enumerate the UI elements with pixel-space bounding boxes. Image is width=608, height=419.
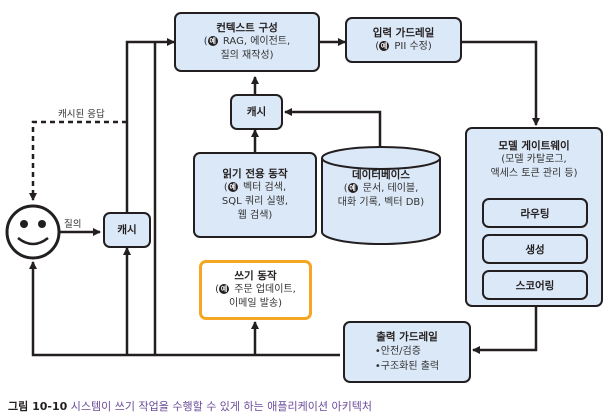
cache-box-top: 캐시 xyxy=(230,94,283,130)
edge-cached-response xyxy=(29,120,127,201)
input-guardrail-box: 입력 가드레일 (예 PII 수정) xyxy=(345,17,462,63)
input-guardrail-title: 입력 가드레일 xyxy=(372,27,435,39)
cached-response-label: 캐시된 응답 xyxy=(58,109,105,120)
figure-caption: 그림 10-10 시스템이 쓰기 작업을 수행할 수 있게 하는 애플리케이션 … xyxy=(8,400,372,413)
context-title: 컨텍스트 구성 xyxy=(216,22,278,34)
edge-cache-to-context xyxy=(125,38,175,218)
cache-box-left: 캐시 xyxy=(103,212,151,248)
database-label: 데이터베이스 (예 문서, 테이블, 대화 기록, 벡터 DB) xyxy=(337,169,425,208)
read-only-title: 읽기 전용 동작 xyxy=(222,168,288,180)
write-actions-box: 쓰기 동작 (예 주문 업데이트, 이메일 발송) xyxy=(199,260,312,320)
user-smiley-icon xyxy=(5,204,61,260)
gateway-scoring: 스코어링 xyxy=(482,270,588,300)
example-badge-icon: 예 xyxy=(227,182,238,192)
gateway-generation: 생성 xyxy=(482,234,588,264)
edge-gateway-to-output xyxy=(472,302,538,354)
edge-input-to-gateway xyxy=(462,40,540,126)
context-construction-box: 컨텍스트 구성 (예 RAG, 에이전트, 질의 재작성) xyxy=(174,12,320,72)
example-badge-icon: 예 xyxy=(379,41,390,51)
output-bullet: •구조화된 출력 xyxy=(374,361,440,372)
output-guardrail-title: 출력 가드레일 xyxy=(376,331,438,343)
edge-output-to-user xyxy=(29,261,340,357)
gateway-routing: 라우팅 xyxy=(482,198,588,228)
database-cylinder xyxy=(321,146,441,245)
read-only-actions-box: 읽기 전용 동작 (예 벡터 검색, SQL 쿼리 실행, 웹 검색) xyxy=(193,152,317,238)
example-badge-icon: 예 xyxy=(207,36,218,46)
output-bullet: •안전/검증 xyxy=(374,346,421,357)
edge-db-to-cachetop xyxy=(284,108,382,148)
example-badge-icon: 예 xyxy=(347,183,358,193)
output-guardrail-box: 출력 가드레일 •안전/검증 •구조화된 출력 xyxy=(343,321,471,383)
model-gateway-title: 모델 게이트웨이 xyxy=(498,140,570,152)
example-badge-icon: 예 xyxy=(219,284,230,294)
query-label: 질의 xyxy=(64,219,82,230)
write-actions-title: 쓰기 동작 xyxy=(234,270,277,282)
